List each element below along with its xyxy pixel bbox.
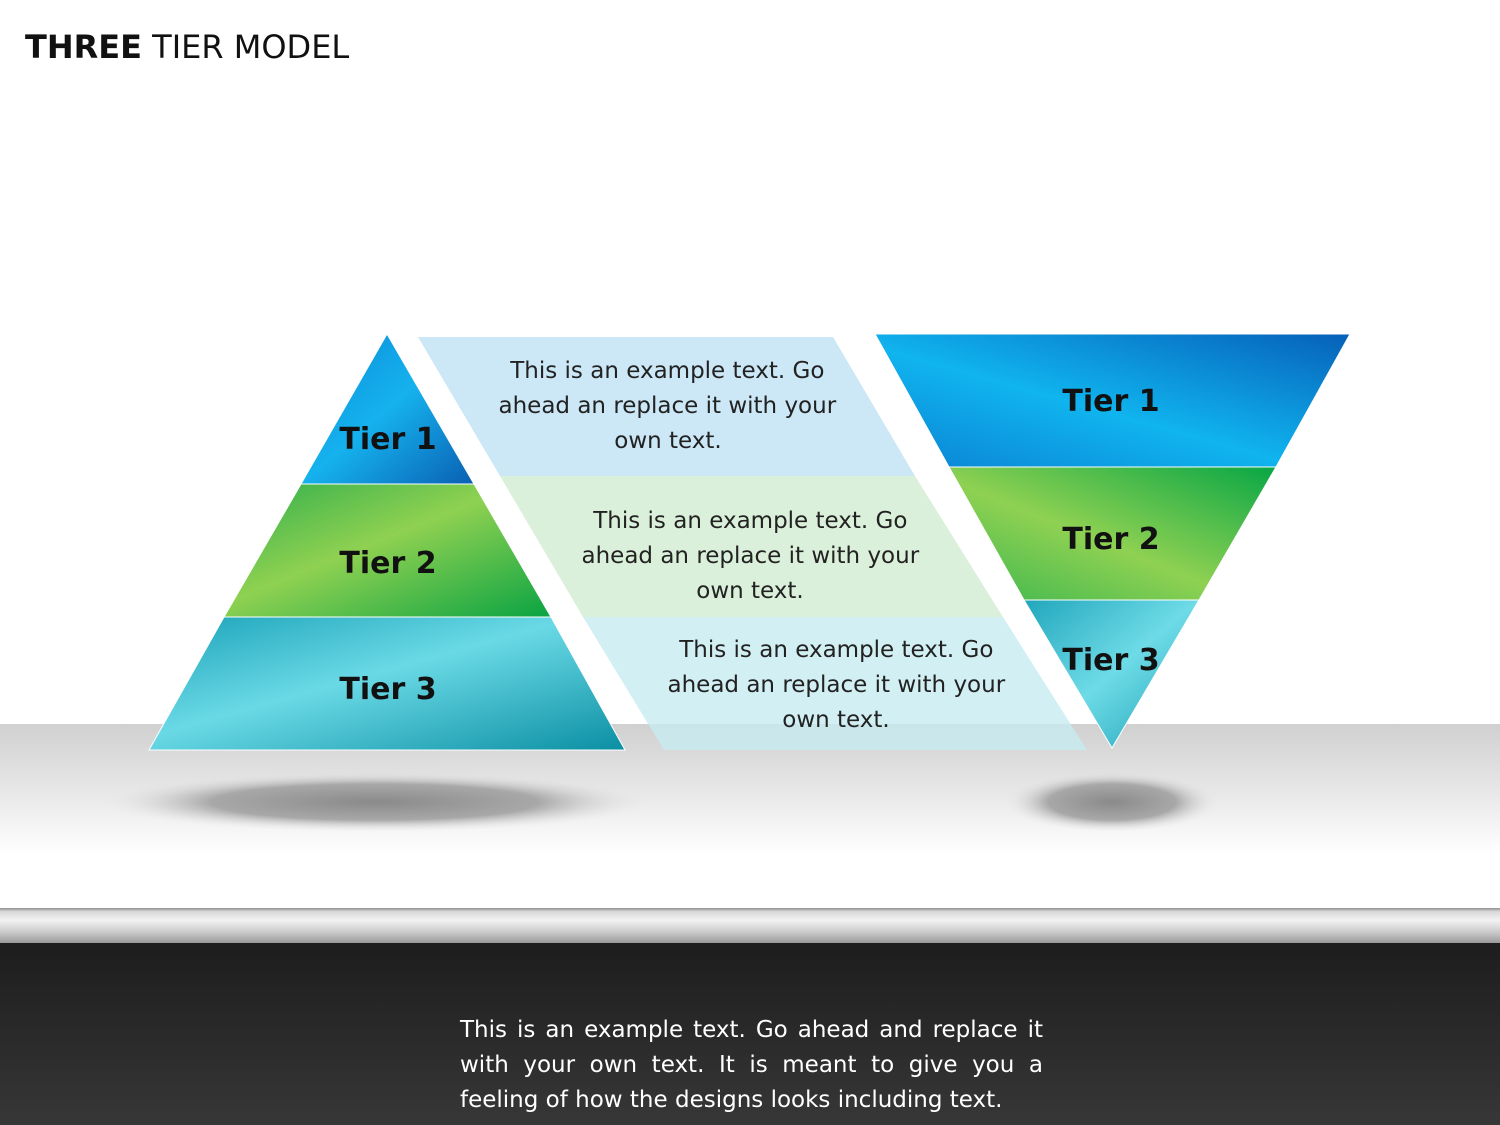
pyramid-tier-3 — [148, 616, 626, 751]
band-1-line-1: This is an example text. Go — [509, 358, 824, 384]
title-regular: TIER MODEL — [152, 28, 350, 66]
pyramid-shadow — [103, 772, 647, 832]
band-1-line-2: ahead an replace it with your — [499, 393, 837, 419]
pyramid-tier-2-label: Tier 2 — [339, 546, 436, 581]
title-bold: THREE — [25, 28, 142, 66]
inverted-tier-1-label: Tier 1 — [1062, 384, 1159, 419]
page-title: THREE TIER MODEL — [25, 28, 349, 66]
footer: This is an example text. Go ahead and re… — [0, 908, 1500, 1125]
band-2-line-3: own text. — [696, 578, 803, 604]
band-3-line-2: ahead an replace it with your — [668, 672, 1006, 698]
band-1-line-3: own text. — [614, 428, 721, 454]
footer-text: This is an example text. Go ahead and re… — [460, 1017, 1043, 1113]
inverted-tier-2-label: Tier 2 — [1062, 522, 1159, 557]
three-tier-diagram: Tier 1 Tier 2 Tier 3 This is an example … — [0, 332, 1500, 854]
footer-rail — [0, 908, 1500, 943]
footer-panel: This is an example text. Go ahead and re… — [0, 943, 1500, 1125]
inverted-tier-3 — [1023, 599, 1200, 749]
pyramid-tier-3-label: Tier 3 — [339, 672, 436, 707]
band-2 — [500, 476, 1003, 617]
band-2-line-1: This is an example text. Go — [592, 508, 907, 534]
band-3 — [583, 617, 1087, 750]
band-1-text: This is an example text. Go ahead an rep… — [499, 358, 844, 454]
band-3-line-3: own text. — [782, 707, 889, 733]
band-2-text: This is an example text. Go ahead an rep… — [582, 508, 927, 604]
inverted-pyramid-shadow — [1006, 772, 1218, 832]
band-1 — [418, 337, 915, 476]
band-3-text: This is an example text. Go ahead an rep… — [668, 637, 1013, 733]
pyramid-tier-1-label: Tier 1 — [339, 422, 436, 457]
band-3-line-1: This is an example text. Go — [678, 637, 993, 663]
inverted-tier-3-label: Tier 3 — [1062, 643, 1159, 678]
band-2-line-2: ahead an replace it with your — [582, 543, 920, 569]
